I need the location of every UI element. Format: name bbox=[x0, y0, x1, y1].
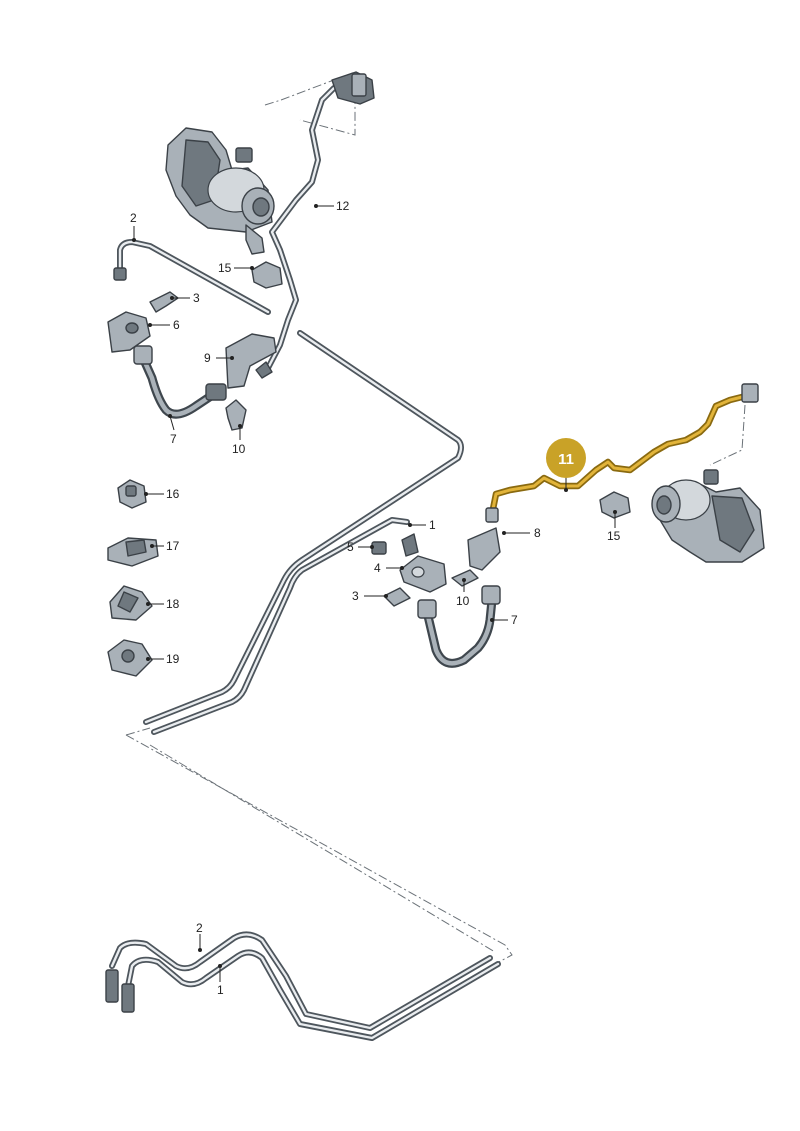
label-6: 6 bbox=[173, 318, 180, 332]
label-10-right: 10 bbox=[456, 594, 470, 608]
brake-line-12 bbox=[265, 71, 375, 371]
part-19 bbox=[107, 639, 153, 677]
part-labels: 12 2 15 3 6 9 7 10 16 17 18 19 1 5 4 3 8… bbox=[130, 199, 621, 997]
clip-10-left bbox=[225, 399, 247, 431]
label-2-bottom: 2 bbox=[196, 921, 203, 935]
label-15-top: 15 bbox=[218, 261, 232, 275]
label-3-left: 3 bbox=[193, 291, 200, 305]
label-12: 12 bbox=[336, 199, 350, 213]
flex-hose-7-left bbox=[133, 345, 227, 419]
label-9: 9 bbox=[204, 351, 211, 365]
bottom-brake-pipes bbox=[105, 931, 501, 1041]
right-brake-caliper bbox=[651, 469, 765, 563]
label-1-mid: 1 bbox=[429, 518, 436, 532]
clip-15-right bbox=[599, 491, 631, 519]
flex-hose-7-right bbox=[417, 585, 501, 668]
part-17 bbox=[107, 537, 159, 567]
label-15-right: 15 bbox=[607, 529, 621, 543]
label-19: 19 bbox=[166, 652, 180, 666]
label-18: 18 bbox=[166, 597, 180, 611]
label-1-bottom: 1 bbox=[217, 983, 224, 997]
part-18 bbox=[109, 585, 153, 621]
label-2-top: 2 bbox=[130, 211, 137, 225]
label-5: 5 bbox=[347, 540, 354, 554]
upper-brake-caliper bbox=[165, 127, 275, 255]
label-8: 8 bbox=[534, 526, 541, 540]
center-assembly bbox=[371, 527, 501, 607]
brake-line-2-upper bbox=[113, 239, 271, 315]
label-4: 4 bbox=[374, 561, 381, 575]
part-16 bbox=[117, 479, 147, 509]
label-17: 17 bbox=[166, 539, 180, 553]
bracket-9 bbox=[225, 333, 277, 389]
brake-line-11-highlighted bbox=[485, 383, 759, 523]
clip-15-top bbox=[251, 261, 283, 289]
label-3-right: 3 bbox=[352, 589, 359, 603]
label-7-right: 7 bbox=[511, 613, 518, 627]
label-10-left: 10 bbox=[232, 442, 246, 456]
label-11: 11 bbox=[558, 451, 574, 468]
leader-lines bbox=[132, 204, 617, 982]
main-brake-pipes bbox=[143, 330, 464, 735]
part-11-badge: 11 bbox=[546, 438, 586, 478]
label-16: 16 bbox=[166, 487, 180, 501]
clip-3-left bbox=[149, 291, 179, 313]
label-7-left: 7 bbox=[170, 432, 177, 446]
